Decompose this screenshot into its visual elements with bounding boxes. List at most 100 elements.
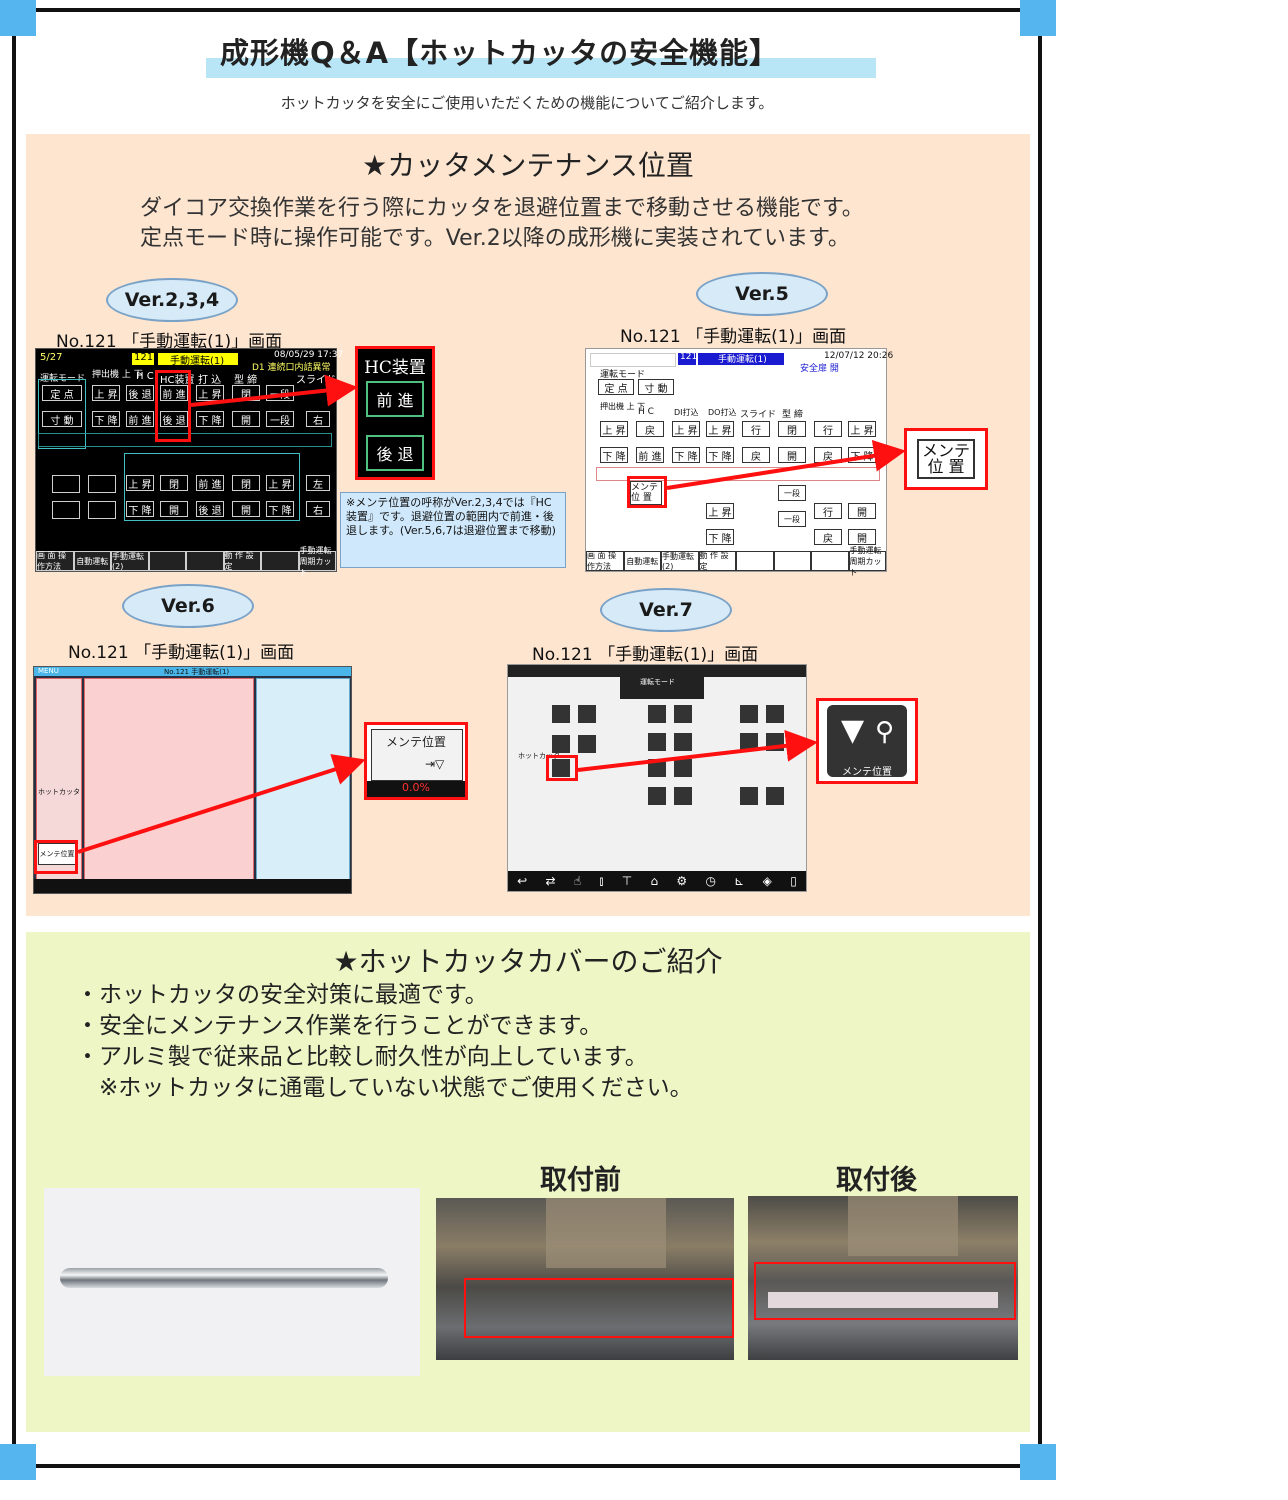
- info-icon[interactable]: ◈: [762, 874, 772, 888]
- mode-inch-button[interactable]: 寸 動: [42, 411, 82, 427]
- footer-button[interactable]: [148, 551, 186, 571]
- section1-heading: ★カッタメンテナンス位置: [362, 149, 694, 182]
- v5-down-button-1[interactable]: 下 降: [600, 447, 628, 463]
- v5-footer-button[interactable]: 画 面 操作方法: [586, 551, 624, 571]
- lower-close-button[interactable]: 閉: [160, 475, 188, 491]
- footer-button[interactable]: 動 作 設 定: [223, 551, 261, 571]
- drive-down-button[interactable]: 下 降: [196, 411, 224, 427]
- extruder-down-button[interactable]: 下 降: [92, 411, 120, 427]
- v5-close-button-1[interactable]: 閉: [778, 421, 806, 437]
- screen-ver234: 5/27 121 手動運転(1) 08/05/29 17:37 D1 連続口内詰…: [35, 348, 343, 577]
- v5-mente-button[interactable]: メンテ 位 置: [630, 481, 662, 505]
- v5-hc-button[interactable]: 戻: [636, 421, 664, 437]
- after-photo: [748, 1196, 1018, 1360]
- highlight-v7-mente: [546, 755, 578, 781]
- zoom-v5-mente-button[interactable]: メンテ 位 置: [917, 439, 975, 479]
- v5-up-button-1[interactable]: 上 昇: [600, 421, 628, 437]
- lower-left-button[interactable]: 左: [306, 475, 330, 491]
- v5-go-button-1[interactable]: 行: [742, 421, 770, 437]
- v5-footer-button[interactable]: [736, 551, 774, 571]
- v5-go-button-3[interactable]: 行: [814, 503, 842, 519]
- v5-step-button-2[interactable]: 一段: [778, 511, 806, 527]
- footer-button[interactable]: [261, 551, 299, 571]
- home-icon[interactable]: ⌂: [650, 874, 659, 888]
- highlight-hc-device: [155, 370, 191, 442]
- extruder-up-button[interactable]: 上 昇: [92, 385, 120, 401]
- lower-close-button-2[interactable]: 閉: [232, 475, 260, 491]
- zoom-forward-button[interactable]: 前 進: [366, 381, 424, 417]
- section2-heading: ★ホットカッタカバーのご紹介: [333, 945, 723, 978]
- v5-open-button-2[interactable]: 開: [848, 503, 876, 519]
- slide-right-button[interactable]: 右: [306, 411, 330, 427]
- thermometer-icon[interactable]: ⫾: [599, 873, 604, 888]
- v5-mode-fixed-button[interactable]: 定 点: [598, 379, 634, 395]
- lower-down-button[interactable]: 下 降: [126, 501, 154, 517]
- gear-icon[interactable]: ⚙: [676, 874, 688, 888]
- book-icon[interactable]: ▯: [790, 874, 797, 888]
- screen-alarm: D1 連続口内詰異常: [252, 363, 331, 373]
- page-frame: [12, 8, 1042, 1468]
- v5-open-button-3[interactable]: 開: [848, 529, 876, 545]
- lower-group: [124, 453, 300, 521]
- blank-button-4[interactable]: [88, 501, 116, 519]
- v5-down-button-2[interactable]: 下 降: [672, 447, 700, 463]
- drive-up-button[interactable]: 上 昇: [196, 385, 224, 401]
- v7-mente-button[interactable]: [552, 759, 570, 777]
- footer-button[interactable]: [186, 551, 224, 571]
- zoom-v7-mente: ▼ ⚲ メンテ位置: [816, 698, 918, 784]
- v5-footer-button[interactable]: 自動運転: [623, 551, 661, 571]
- hc-back-button[interactable]: 後 退: [126, 385, 154, 401]
- v5-footer-button[interactable]: [773, 551, 811, 571]
- lower-open-button-2[interactable]: 開: [232, 501, 260, 517]
- zoom-v6-value: 0.0%: [367, 781, 465, 797]
- v5-footer-button[interactable]: 手動運転 (2): [661, 551, 699, 571]
- v5-footer-button[interactable]: [811, 551, 849, 571]
- v6-mente-button[interactable]: メンテ位置: [38, 843, 76, 865]
- v5-footer-button[interactable]: 動 作 設 定: [698, 551, 736, 571]
- v5-step-button-1[interactable]: 一段: [778, 485, 806, 501]
- clock-icon[interactable]: ◷: [705, 874, 716, 888]
- corner-bottom-right: [1020, 1444, 1056, 1480]
- lower-back-button[interactable]: 後 退: [196, 501, 224, 517]
- sync-icon[interactable]: ⇄: [545, 874, 556, 888]
- clamp-open-button[interactable]: 開: [232, 411, 260, 427]
- lower-open-button[interactable]: 開: [160, 501, 188, 517]
- lower-down-button-2[interactable]: 下 降: [266, 501, 294, 517]
- v5-up-button-3[interactable]: 上 昇: [706, 421, 734, 437]
- v5-go-button-2[interactable]: 行: [814, 421, 842, 437]
- chart-icon[interactable]: ⊾: [734, 874, 745, 888]
- tool-icon[interactable]: ⊤: [621, 874, 633, 888]
- hc-forward-button[interactable]: 前 進: [126, 411, 154, 427]
- footer-button[interactable]: 画 面 操作方法: [36, 551, 74, 571]
- hcdevice-back-button[interactable]: 後 退: [160, 411, 188, 427]
- mode-fixed-button[interactable]: 定 点: [42, 385, 82, 401]
- v5-open-button-1[interactable]: 開: [778, 447, 806, 463]
- v5-down-button-5[interactable]: 下 降: [706, 529, 734, 545]
- v7-title: 運転モード: [640, 678, 675, 686]
- footer-button[interactable]: 自動運転: [73, 551, 111, 571]
- v5-col-hc: H C: [638, 407, 654, 417]
- blank-button-3[interactable]: [52, 501, 80, 519]
- zoom-back-button[interactable]: 後 退: [366, 435, 424, 471]
- hcdevice-forward-button[interactable]: 前 進: [160, 385, 188, 401]
- v5-up-button-4[interactable]: 上 昇: [848, 421, 876, 437]
- page-title: 成形機Q＆A【ホットカッタの安全機能】: [220, 36, 780, 70]
- lower-up-button[interactable]: 上 昇: [126, 475, 154, 491]
- v5-back-button-1[interactable]: 戻: [742, 447, 770, 463]
- footer-button[interactable]: 手動運転 (2): [111, 551, 149, 571]
- arrow-5: [666, 439, 906, 490]
- blank-button-1[interactable]: [52, 475, 80, 493]
- back-icon[interactable]: ↩: [517, 874, 528, 888]
- lower-forward-button[interactable]: 前 進: [196, 475, 224, 491]
- hand-icon[interactable]: ☝: [573, 874, 582, 888]
- v5-up-button-2[interactable]: 上 昇: [672, 421, 700, 437]
- lower-up-button-2[interactable]: 上 昇: [266, 475, 294, 491]
- step-button-2[interactable]: 一段: [266, 411, 294, 427]
- v5-back-button-3[interactable]: 戻: [814, 529, 842, 545]
- v5-mode-inch-button[interactable]: 寸 動: [638, 379, 674, 395]
- v5-down-button-3[interactable]: 下 降: [706, 447, 734, 463]
- lower-right-button[interactable]: 右: [306, 501, 330, 517]
- v5-up-button-5[interactable]: 上 昇: [706, 503, 734, 519]
- blank-button-2[interactable]: [88, 475, 116, 493]
- v5-forward-button[interactable]: 前 進: [636, 447, 664, 463]
